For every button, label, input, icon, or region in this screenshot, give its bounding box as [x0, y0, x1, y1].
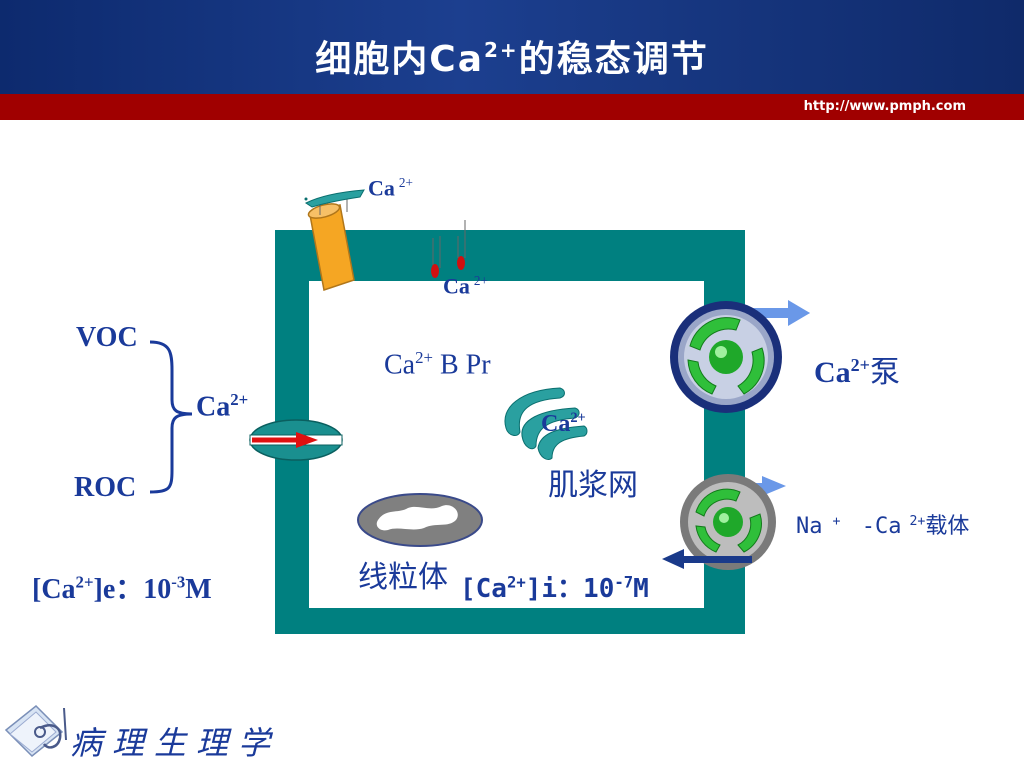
red-band [0, 94, 1024, 120]
intracellular-concentration-label: [Ca2+]i：10-7M [460, 573, 649, 604]
brace-icon [149, 340, 193, 494]
book-logo-icon [4, 704, 67, 758]
na-ca-exchanger-icon [662, 474, 786, 570]
mitochondria-label: 线粒体 [358, 560, 448, 595]
receptor-channel-icon [304, 189, 365, 291]
extracellular-concentration-label: [Ca2+]e：10-3M [32, 572, 212, 605]
ca-pump-icon [670, 300, 810, 413]
voc-label: VOC [76, 322, 138, 353]
ca-influx-label: Ca2+ [196, 390, 249, 423]
site-url[interactable]: http://www.pmph.com [803, 99, 966, 114]
left-channel-icon [249, 419, 343, 461]
cell-interior [309, 281, 704, 608]
ion-drop-icon [431, 220, 466, 278]
header-bar [0, 0, 1024, 94]
ca-pump-label: Ca2+泵 [814, 355, 900, 390]
ca-binding-protein-label: Ca2+ B Pr [384, 348, 491, 381]
sarcoplasmic-reticulum-icon [504, 387, 588, 461]
page-title: 细胞内Ca2+的稳态调节 [315, 38, 709, 80]
subject-title: 病理生理学 [70, 724, 281, 762]
sr-ca-label: Ca2+ [541, 410, 586, 437]
roc-label: ROC [74, 472, 137, 503]
sarcoplasmic-reticulum-label: 肌浆网 [548, 468, 638, 503]
mitochondria-icon [357, 493, 483, 547]
